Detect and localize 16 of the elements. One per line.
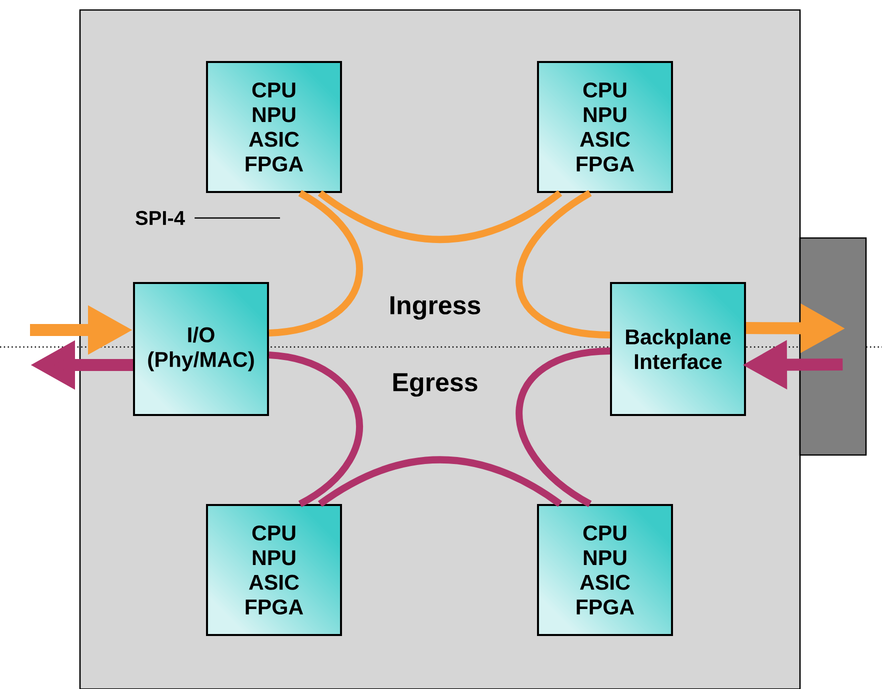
bus-line (516, 190, 610, 338)
bus-line (268, 352, 363, 507)
chip-box: CPU NPU ASIC FPGA (206, 61, 342, 193)
bus-label: SPI-4 (136, 210, 185, 226)
chip-box: Backplane Interface (610, 282, 746, 416)
leader-line (194, 217, 280, 219)
bus-line (318, 456, 562, 507)
chip-box: CPU NPU ASIC FPGA (537, 61, 673, 193)
chip-box: CPU NPU ASIC FPGA (537, 504, 673, 636)
bus-line (516, 348, 610, 507)
flow-label: Ingress (390, 296, 480, 320)
chip-box: CPU NPU ASIC FPGA (206, 504, 342, 636)
flow-label: Egress (393, 373, 478, 397)
bus-line (318, 190, 562, 243)
chip-box: I/O (Phy/MAC) (133, 282, 269, 416)
bus-line (268, 190, 363, 336)
